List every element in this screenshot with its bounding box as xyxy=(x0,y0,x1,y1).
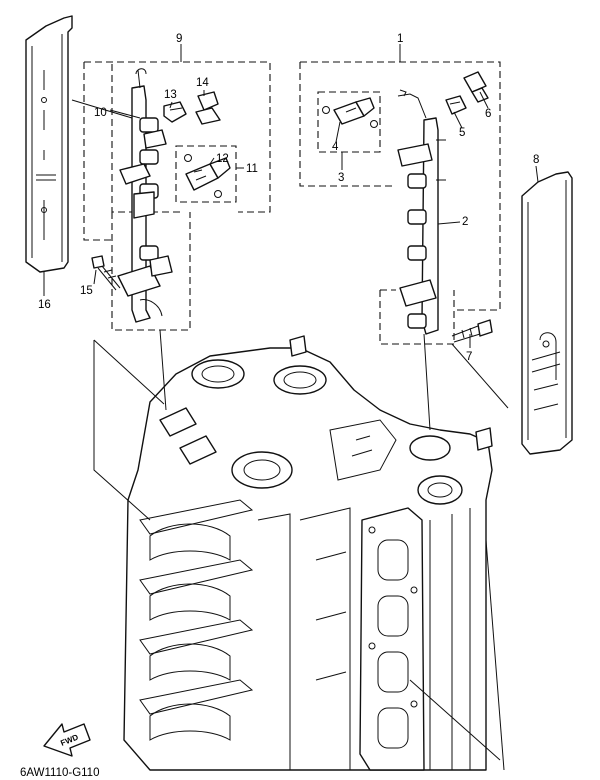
group-3-outline xyxy=(317,91,381,153)
callout-10: 10 xyxy=(94,107,107,119)
callout-12: 12 xyxy=(216,153,229,165)
callout-7: 7 xyxy=(466,351,472,363)
bolt-7[interactable] xyxy=(451,319,493,343)
callout-11: 11 xyxy=(246,163,258,175)
callout-labels: 1 2 3 4 5 6 7 8 9 10 11 12 13 14 15 16 xyxy=(38,33,539,363)
fuel-rail-left[interactable] xyxy=(117,68,173,323)
cover-plate-left[interactable] xyxy=(25,15,73,273)
callout-9: 9 xyxy=(176,33,182,45)
callout-1: 1 xyxy=(397,33,403,45)
callout-13: 13 xyxy=(164,89,177,101)
cover-plate-right[interactable] xyxy=(521,171,573,455)
callout-8: 8 xyxy=(533,154,539,166)
clip-13[interactable] xyxy=(163,101,187,123)
clip-6[interactable] xyxy=(463,71,489,103)
clip-14[interactable] xyxy=(195,91,221,125)
fuel-rail-right[interactable] xyxy=(397,89,446,335)
drawing-code: 6AW1110-G110 xyxy=(20,767,99,779)
fwd-arrow-icon: FWD xyxy=(43,723,91,757)
group-11-outline xyxy=(175,145,237,203)
engine-block xyxy=(123,335,493,771)
callout-6: 6 xyxy=(485,108,491,120)
callout-2: 2 xyxy=(462,216,468,228)
callout-14: 14 xyxy=(196,77,209,89)
fuel-injector-12[interactable] xyxy=(184,154,231,198)
fuel-injector-4[interactable] xyxy=(322,97,378,128)
callout-3: 3 xyxy=(338,172,344,184)
callout-16: 16 xyxy=(38,299,51,311)
callout-4: 4 xyxy=(332,141,339,153)
callout-5: 5 xyxy=(459,127,465,139)
clip-5[interactable] xyxy=(445,95,467,115)
group-1-outline xyxy=(299,61,501,345)
bolt-15[interactable] xyxy=(91,255,121,291)
assembly-lines xyxy=(43,44,539,771)
callout-15: 15 xyxy=(80,285,93,297)
